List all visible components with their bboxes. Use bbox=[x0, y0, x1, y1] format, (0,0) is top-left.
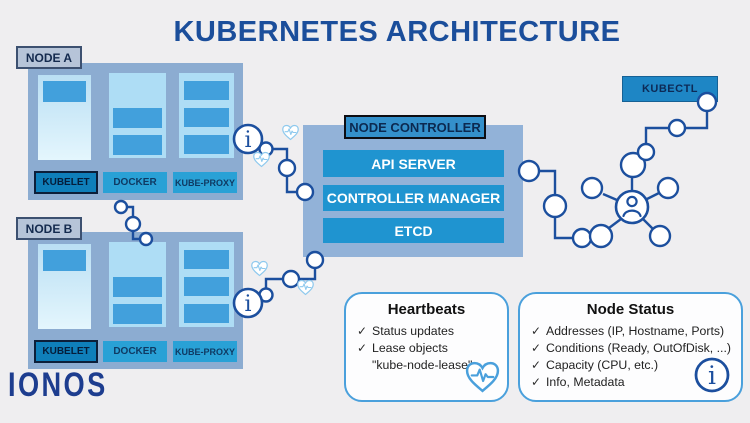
heartbeat-icon bbox=[253, 151, 270, 168]
node-status-title: Node Status bbox=[586, 301, 675, 318]
container-bar bbox=[113, 135, 162, 155]
controller-manager-bar: CONTROLLER MANAGER bbox=[323, 185, 504, 211]
etcd-bar: ETCD bbox=[323, 218, 504, 243]
api-server-bar: API SERVER bbox=[323, 150, 504, 177]
node-b-pod-2 bbox=[109, 242, 166, 327]
heartbeat-icon bbox=[282, 124, 299, 141]
container-bar bbox=[184, 250, 229, 269]
container-bar bbox=[43, 250, 86, 271]
container-bar bbox=[184, 108, 229, 127]
node-a-pod-1 bbox=[38, 75, 91, 160]
node-a-docker: DOCKER bbox=[103, 172, 167, 193]
check-icon: ✓ bbox=[531, 375, 542, 389]
node-status-item-label: Addresses (IP, Hostname, Ports) bbox=[546, 324, 725, 338]
svg-text:i: i bbox=[244, 128, 251, 153]
node-b-kube-proxy: KUBE-PROXY bbox=[173, 341, 237, 362]
node-a-pod-3 bbox=[179, 73, 234, 158]
node-status-item: ✓ Addresses (IP, Hostname, Ports) bbox=[531, 323, 741, 340]
container-bar bbox=[184, 277, 229, 296]
node-status-item: ✓ Capacity (CPU, etc.) bbox=[531, 357, 741, 374]
node-a-kube-proxy: KUBE-PROXY bbox=[173, 172, 237, 193]
node-status-item: ✓ Info, Metadata bbox=[531, 374, 741, 391]
container-bar bbox=[43, 81, 86, 102]
container-bar bbox=[184, 81, 229, 100]
node-a-label: NODE A bbox=[16, 46, 82, 69]
kubectl-box: KUBECTL bbox=[622, 76, 718, 102]
node-b-pod-3 bbox=[179, 242, 234, 327]
svg-text:i: i bbox=[244, 292, 251, 317]
node-controller-label: NODE CONTROLLER bbox=[344, 115, 486, 139]
node-a-pod-2 bbox=[109, 73, 166, 158]
heartbeat-icon bbox=[297, 279, 314, 296]
container-bar bbox=[184, 135, 229, 154]
heartbeats-item-label: Lease objects bbox=[372, 341, 448, 355]
heartbeat-icon bbox=[251, 260, 268, 277]
heartbeats-title: Heartbeats bbox=[387, 301, 466, 318]
check-icon: ✓ bbox=[531, 358, 542, 372]
ionos-logo: IONOS bbox=[8, 366, 108, 404]
node-b-kubelet: KUBELET bbox=[34, 340, 98, 363]
node-a-kubelet: KUBELET bbox=[34, 171, 98, 194]
check-icon: ✓ bbox=[531, 324, 542, 338]
node-a-box: KUBELET DOCKER KUBE-PROXY bbox=[28, 63, 243, 200]
container-bar bbox=[184, 304, 229, 323]
node-status-item-label: Info, Metadata bbox=[546, 375, 625, 389]
node-status-panel: Node Status ✓ Addresses (IP, Hostname, P… bbox=[518, 292, 743, 402]
heartbeats-item: ✓ Status updates bbox=[357, 323, 507, 340]
check-icon: ✓ bbox=[531, 341, 542, 355]
heartbeats-item-label: Status updates bbox=[372, 324, 455, 338]
page-title: KUBERNETES ARCHITECTURE bbox=[173, 16, 621, 48]
check-icon: ✓ bbox=[357, 324, 368, 338]
user-icon bbox=[614, 189, 650, 225]
node-b-pod-1 bbox=[38, 244, 91, 329]
check-icon: ✓ bbox=[357, 341, 368, 355]
node-b-docker: DOCKER bbox=[103, 341, 167, 362]
heartbeats-item: ✓ Lease objects bbox=[357, 340, 507, 357]
node-status-item: ✓ Conditions (Ready, OutOfDisk, ...) bbox=[531, 340, 741, 357]
container-bar bbox=[113, 277, 162, 297]
node-controller-box: API SERVER CONTROLLER MANAGER ETCD bbox=[303, 125, 523, 257]
container-bar bbox=[113, 304, 162, 324]
node-b-label: NODE B bbox=[16, 217, 82, 240]
node-b-box: KUBELET DOCKER KUBE-PROXY bbox=[28, 232, 243, 369]
heartbeats-sub-item: "kube-node-lease" bbox=[372, 358, 473, 372]
heartbeats-panel: Heartbeats ✓ Status updates ✓ Lease obje… bbox=[344, 292, 509, 402]
node-status-item-label: Conditions (Ready, OutOfDisk, ...) bbox=[546, 341, 731, 355]
node-status-item-label: Capacity (CPU, etc.) bbox=[546, 358, 659, 372]
container-bar bbox=[113, 108, 162, 128]
